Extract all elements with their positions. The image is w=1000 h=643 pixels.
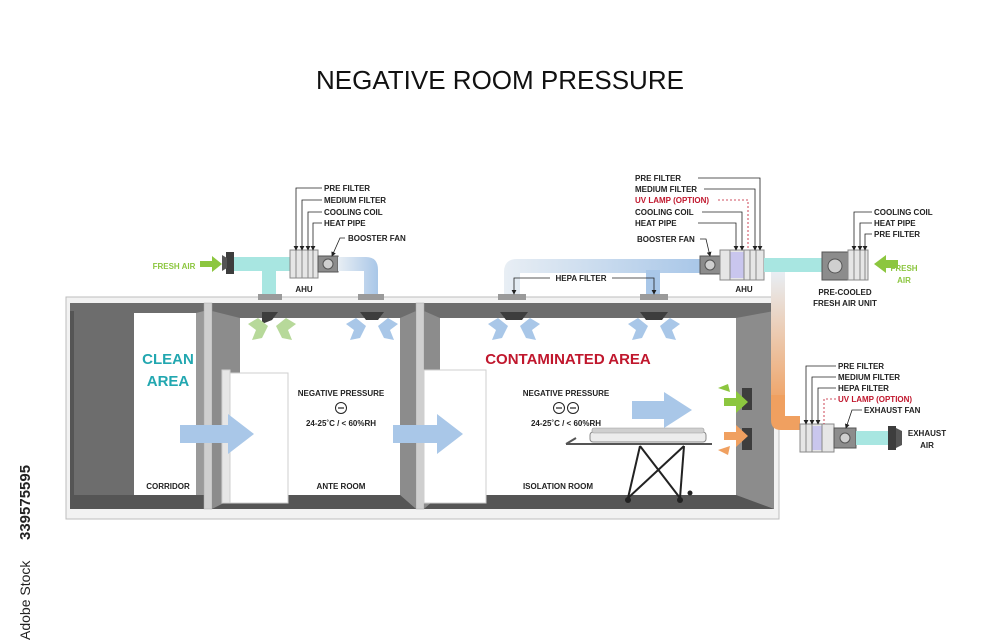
airflow-arrows xyxy=(180,392,692,454)
left-booster-fan-label: BOOSTER FAN xyxy=(348,234,406,243)
fresh-unit-label-line1: PRE-COOLED xyxy=(818,288,872,297)
isolation-back-wall xyxy=(440,318,736,495)
fresh-heat-pipe-label: HEAT PIPE xyxy=(874,219,916,228)
right-ahu-label: AHU xyxy=(735,285,753,294)
airflow-arrow-ante xyxy=(393,414,463,454)
left-ahu-label: AHU xyxy=(295,285,313,294)
airflow-arrow-corridor xyxy=(180,414,254,454)
watermark-id: 339575595 xyxy=(17,465,34,540)
left-cooling-coil-label: COOLING COIL xyxy=(324,208,383,217)
exhaust-callouts xyxy=(803,365,862,429)
minus-icon xyxy=(335,402,347,414)
exhaust-pre-filter-label: PRE FILTER xyxy=(838,362,884,371)
exhaust-air-label-line2: AIR xyxy=(920,441,934,450)
corridor-back-wall xyxy=(134,313,196,495)
fresh-air-duct xyxy=(234,257,290,271)
room-label-ante: ANTE ROOM xyxy=(317,482,366,491)
ante-conditions: 24-25˚C / < 60%RH xyxy=(306,419,376,428)
exhaust-hepa-filter-label: HEPA FILTER xyxy=(838,384,889,393)
room-label-corridor: CORRIDOR xyxy=(146,482,190,491)
fresh-air-label-right-line2: AIR xyxy=(897,276,911,285)
right-cooling-coil-label: COOLING COIL xyxy=(635,208,694,217)
precooled-duct xyxy=(764,258,822,272)
room-label-isolation: ISOLATION ROOM xyxy=(523,482,593,491)
exhaust-fan-label: EXHAUST FAN xyxy=(864,406,921,415)
exhaust-uv-lamp-label: UV LAMP (OPTION) xyxy=(838,395,912,404)
isolation-pressure-label: NEGATIVE PRESSURE xyxy=(523,389,610,398)
stock-watermark: 339575595 Adobe Stock xyxy=(17,465,34,640)
ante-pressure-label: NEGATIVE PRESSURE xyxy=(298,389,385,398)
exhaust-grille-upper xyxy=(742,388,752,410)
left-medium-filter-label: MEDIUM FILTER xyxy=(324,196,386,205)
isolation-conditions: 24-25˚C / < 60%RH xyxy=(531,419,601,428)
hepa-filter-label: HEPA FILTER xyxy=(556,274,607,283)
fresh-pre-filter-label: PRE FILTER xyxy=(874,230,920,239)
airflow-arrow-isolation xyxy=(632,392,692,428)
fresh-air-unit xyxy=(821,249,898,281)
fresh-unit-callouts xyxy=(851,211,872,251)
fresh-air-arrow-right xyxy=(874,255,898,273)
left-pre-filter-label: PRE FILTER xyxy=(324,184,370,193)
stretcher-bed xyxy=(565,427,712,503)
fresh-air-intake xyxy=(226,252,234,274)
exhaust-riser xyxy=(771,272,785,408)
right-pre-filter-label: PRE FILTER xyxy=(635,174,681,183)
right-uv-lamp-label: UV LAMP (OPTION) xyxy=(635,196,709,205)
uv-lamp-section xyxy=(730,252,744,278)
watermark-brand: Adobe Stock xyxy=(17,560,33,640)
right-medium-filter-label: MEDIUM FILTER xyxy=(635,185,697,194)
fresh-unit-label-line2: FRESH AIR UNIT xyxy=(813,299,877,308)
exhaust-grille-lower xyxy=(742,428,752,450)
fresh-air-label-right-line1: FRESH xyxy=(890,264,917,273)
exhaust-air-label-line1: EXHAUST xyxy=(908,429,946,438)
isolation-diffuser-arrows xyxy=(488,312,680,340)
clean-area-label-line1: CLEAN xyxy=(142,351,194,368)
fresh-air-arrow-left xyxy=(200,256,222,272)
fresh-cooling-coil-label: COOLING COIL xyxy=(874,208,933,217)
ceiling-ante xyxy=(212,303,416,311)
ante-diffuser-arrows xyxy=(248,312,398,340)
right-booster-fan-label: BOOSTER FAN xyxy=(637,235,695,244)
ceiling-isolation xyxy=(424,303,774,311)
right-supply-duct xyxy=(504,259,700,298)
ceiling-corridor xyxy=(70,303,204,311)
clean-area-label-line2: AREA xyxy=(147,373,190,390)
exhaust-outlet xyxy=(888,426,896,450)
hepa-callouts xyxy=(511,277,657,295)
right-heat-pipe-label: HEAT PIPE xyxy=(635,219,677,228)
left-supply-duct xyxy=(338,257,378,298)
building xyxy=(65,296,780,520)
left-heat-pipe-label: HEAT PIPE xyxy=(324,219,366,228)
left-ahu-callouts xyxy=(293,187,345,257)
exhaust-medium-filter-label: MEDIUM FILTER xyxy=(838,373,900,382)
left-ahu-box xyxy=(289,249,319,279)
right-ahu-system xyxy=(498,249,822,430)
contaminated-area-label: CONTAMINATED AREA xyxy=(485,351,651,368)
exhaust-arrows-room xyxy=(718,384,748,455)
page-title: NEGATIVE ROOM PRESSURE xyxy=(316,65,684,95)
left-ahu-system xyxy=(200,249,384,300)
double-minus-icon xyxy=(553,402,579,414)
fresh-air-label-left: FRESH AIR xyxy=(153,262,196,271)
right-ahu-callouts xyxy=(698,177,763,257)
exhaust-unit xyxy=(799,423,902,453)
